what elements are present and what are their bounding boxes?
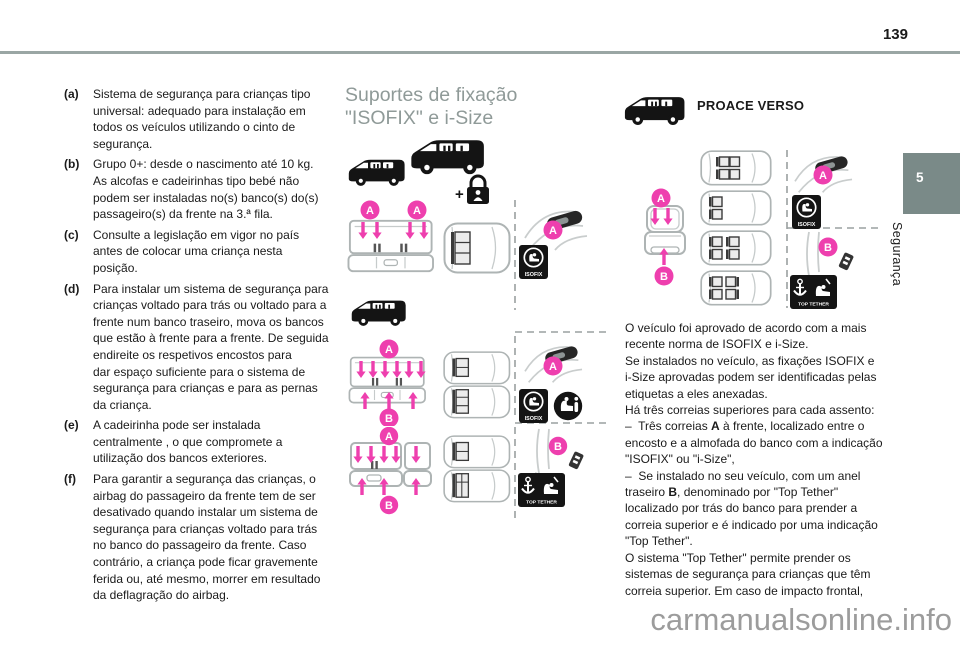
footnote-a-text: Sistema de segurança para crianças tipo … [93,87,311,151]
isofix-description-text: O veículo foi aprovado de acordo com a m… [625,321,883,598]
top-tether-icon: TOP TETHER [789,274,838,310]
van-short-icon [348,159,405,186]
footnote-b-text: Grupo 0+: desde o nascimento até 10 kg. … [93,157,319,222]
svg-text:A: A [413,205,421,217]
marker-a-badge: A [360,200,380,220]
van-long-icon [411,140,484,175]
model-title: PROACE VERSO [697,98,805,113]
vehicle-top-view [700,150,772,186]
marker-a-badge: A [543,220,563,240]
marker-b-badge: B [379,495,399,515]
plus-sign: + [455,186,464,203]
svg-text:B: B [660,271,668,283]
bench-seat-front-view [347,219,434,273]
isofix-diagram-row3: A A A ISOFIX [347,200,609,333]
header-rule [0,51,960,54]
marker-b-badge: B [548,436,568,456]
footnote-b: (b) Grupo 0+: desde o nascimento até 10 k… [64,156,340,222]
svg-text:A: A [819,170,827,182]
footnote-e-label: (e) [64,418,79,433]
page-number: 139 [882,26,908,43]
svg-text:TOP TETHER: TOP TETHER [798,302,829,308]
svg-text:TOP TETHER: TOP TETHER [526,500,557,506]
section-heading: Suportes de fixação "ISOFIX" e i-Size [345,84,518,129]
isofix-icon: ISOFIX [518,388,549,424]
svg-text:ISOFIX: ISOFIX [798,222,816,228]
footnote-c-text: Consulte a legislação em vigor no país a… [93,227,300,275]
footnote-c-label: (c) [64,227,79,242]
chapter-tab: 5 [903,153,960,214]
svg-text:A: A [549,361,557,373]
svg-text:B: B [554,441,562,453]
single-seat-top-view [644,205,686,255]
footnote-e: (e) A cadeirinha pode ser instalada centr… [64,417,340,467]
marker-b-badge: B [818,237,838,257]
footnote-d-text: Para instalar um sistema de segurança pa… [93,281,329,412]
vehicle-top-view [700,190,772,226]
chapter-label: Segurança [890,222,904,287]
isofix-diagram-row2-split: A B B TOP TETHER [349,427,585,519]
svg-text:B: B [824,242,832,254]
marker-a-badge: A [407,200,427,220]
footnote-f-text: Para garantir a segurança das crianças, … [93,472,321,603]
svg-text:A: A [366,205,374,217]
tether-strap-icon [568,451,585,470]
marker-a-badge: A [651,188,671,208]
i-size-icon [553,391,583,421]
footnote-e-text: A cadeirinha pode ser instalada centralm… [93,418,283,466]
svg-text:B: B [385,500,393,512]
marker-a-badge: A [379,339,399,359]
vehicle-top-view [443,385,511,419]
van-silhouette-icon [351,300,406,326]
isofix-icon: ISOFIX [518,244,549,280]
footnote-c: (c) Consulte a legislação em vigor no paí… [64,227,340,277]
svg-text:ISOFIX: ISOFIX [525,416,543,422]
vehicle-top-view [700,230,772,266]
svg-text:A: A [385,431,393,443]
footnote-f-label: (f) [64,472,76,487]
svg-text:B: B [385,413,393,425]
proace-verso-van-icon [624,97,685,125]
svg-text:ISOFIX: ISOFIX [525,272,543,278]
isofix-diagram-row2-bench: A B A ISOFIX [348,336,609,426]
marker-a-badge: A [813,165,833,185]
footnote-d-label: (d) [64,281,80,296]
svg-text:A: A [385,344,393,356]
tether-strap-icon [838,252,855,271]
vehicle-variant-icons: + [348,140,491,206]
marker-b-badge: B [654,266,674,286]
svg-text:A: A [657,193,665,205]
proace-verso-isofix-diagram: A B A ISOFIX B TOP TETHER [644,150,883,310]
footnotes-column: (a) Sistema de segurança para crianças ti… [64,86,340,608]
footnote-b-label: (b) [64,157,80,172]
marker-a-badge: A [543,356,563,376]
vehicle-top-view [443,351,511,385]
vehicle-top-view [443,469,511,503]
footnote-d: (d) Para instalar um sistema de segurança… [64,281,340,414]
vehicle-top-view [443,435,511,469]
isofix-icon: ISOFIX [791,194,822,230]
watermark: carmanualsonline.info [650,602,952,637]
vehicle-top-view [443,222,511,274]
marker-b-badge: B [379,408,399,426]
footnote-a-label: (a) [64,87,79,101]
vehicle-top-view [700,270,772,306]
top-tether-icon: TOP TETHER [517,472,566,508]
svg-text:A: A [549,225,557,237]
footnote-f: (f) Para garantir a segurança das criança… [64,471,340,604]
footnote-a: (a) Sistema de segurança para crianças ti… [64,86,340,152]
marker-a-badge: A [379,427,399,446]
